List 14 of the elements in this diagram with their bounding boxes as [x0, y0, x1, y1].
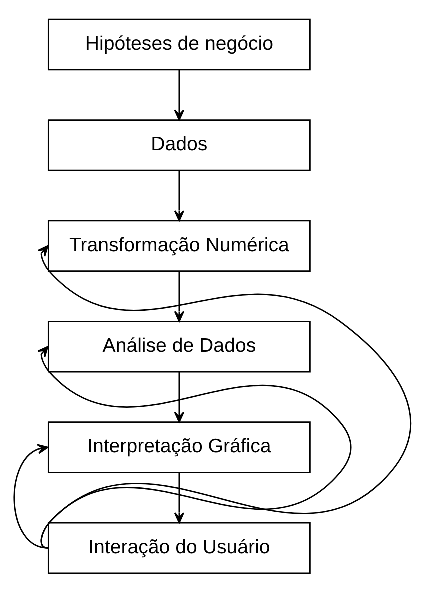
node-box: Análise de Dados — [48, 320, 311, 372]
arrow — [174, 372, 185, 422]
arrow — [38, 346, 352, 548]
node-box: Hipóteses de negócio — [48, 18, 311, 70]
arrow — [174, 170, 185, 222]
arrow — [174, 70, 185, 120]
node-box: Interpretação Gráfica — [48, 421, 311, 473]
node-box: Interação do Usuário — [48, 522, 311, 574]
arrow — [174, 271, 185, 322]
arrow — [38, 244, 412, 548]
arrow — [174, 472, 185, 524]
node-box: Transformação Numérica — [48, 220, 311, 272]
node-box: Dados — [48, 119, 311, 171]
arrow — [14, 444, 49, 548]
